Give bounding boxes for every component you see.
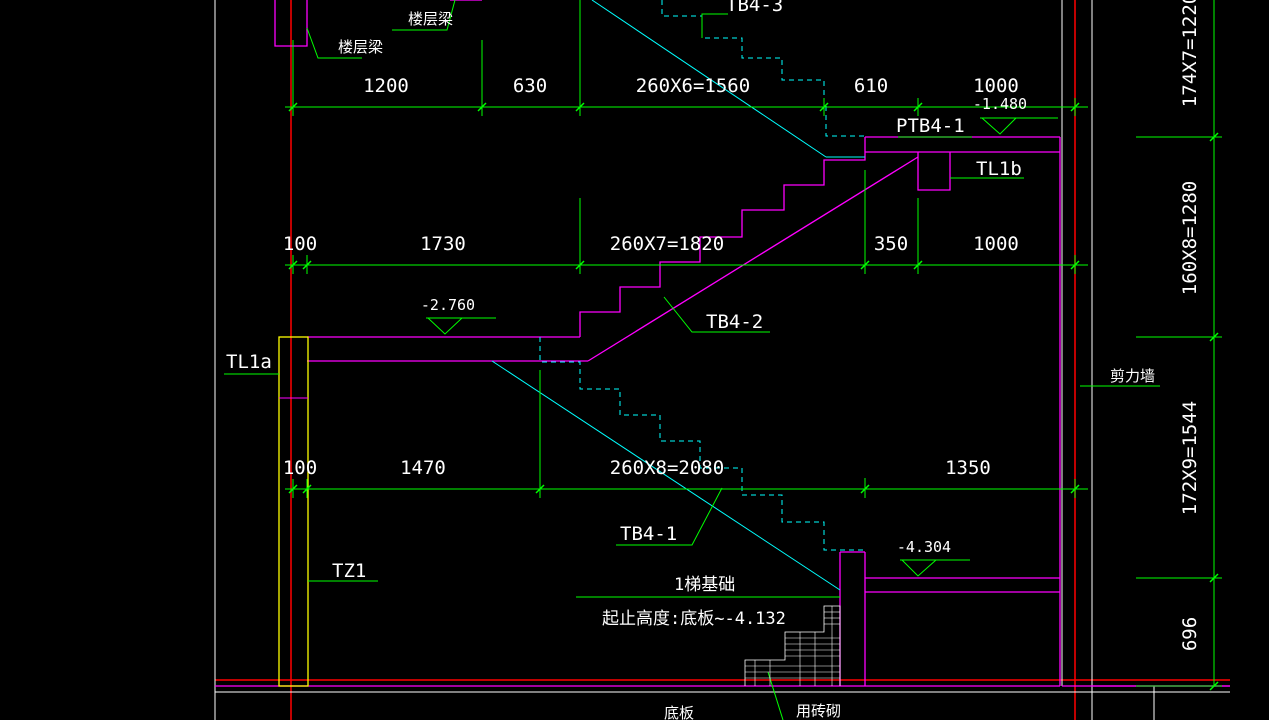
dim-row2-3: 260X7=1820	[610, 233, 724, 255]
label-tl1a: TL1a	[226, 351, 272, 373]
column-tz1	[278, 336, 309, 687]
dim-row3-3: 260X8=2080	[610, 457, 724, 479]
wall-outlines	[214, 0, 1230, 720]
dim-row1-5: 1000	[973, 75, 1019, 97]
dim-row3-1: 100	[283, 457, 317, 479]
elevation-text: -1.480 -2.760 -4.304	[421, 95, 1027, 556]
dim-row2-5: 1000	[973, 233, 1019, 255]
label-foundation-elev: 起止高度:底板~-4.132	[602, 609, 786, 629]
dim-vert-1: 174X7=1220	[1179, 0, 1201, 107]
dim-row3-2: 1470	[400, 457, 446, 479]
dim-row2-4: 350	[874, 233, 908, 255]
label-tb43: TB4-3	[726, 0, 783, 16]
dim-row3-4: 1350	[945, 457, 991, 479]
dim-row1-2: 630	[513, 75, 547, 97]
brick-foundation	[744, 605, 841, 686]
label-ptb41: PTB4-1	[896, 115, 965, 137]
dim-vert-2: 160X8=1280	[1179, 181, 1201, 295]
dimension-text: 1200 630 260X6=1560 610 1000 100 1730 26…	[283, 0, 1201, 651]
dim-row2-1: 100	[283, 233, 317, 255]
axis-lines	[215, 0, 1230, 720]
label-tb41: TB4-1	[620, 523, 677, 545]
member-labels: 楼层梁 楼层梁 TB4-3 PTB4-1 TL1b TB4-2 TL1a 剪力墙…	[226, 0, 1155, 720]
dim-row1-1: 1200	[363, 75, 409, 97]
label-tb42: TB4-2	[706, 311, 763, 333]
label-tz1: TZ1	[332, 560, 366, 582]
label-floor-beam-2: 楼层梁	[408, 10, 453, 28]
dim-row1-4: 610	[854, 75, 888, 97]
label-stair-foundation: 1梯基础	[674, 575, 735, 595]
dim-row2-2: 1730	[420, 233, 466, 255]
label-brick: 用砖砌	[796, 702, 841, 720]
dim-row1-3: 260X6=1560	[636, 75, 750, 97]
elev-middle: -2.760	[421, 296, 475, 314]
label-floor-beam: 楼层梁	[338, 38, 383, 56]
elev-lower: -4.304	[897, 538, 951, 556]
label-shear-wall: 剪力墙	[1110, 367, 1155, 385]
dimension-lines	[224, 0, 1222, 720]
dim-vert-4: 696	[1179, 617, 1201, 651]
dim-vert-3: 172X9=1544	[1179, 401, 1201, 515]
elev-upper: -1.480	[973, 95, 1027, 113]
label-tl1b: TL1b	[976, 158, 1022, 180]
label-base-slab: 底板	[664, 704, 694, 720]
